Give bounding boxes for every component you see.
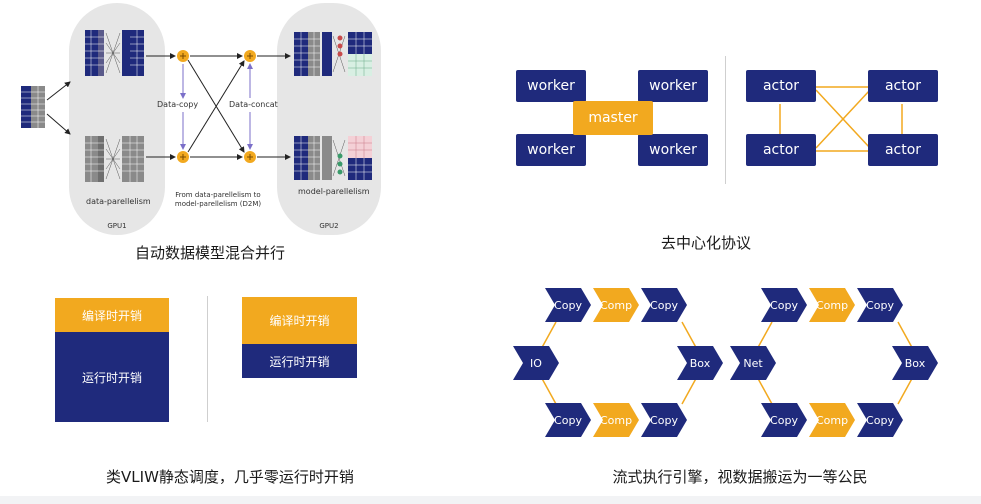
copy-stage: Copy <box>641 288 687 322</box>
gpu1-bottom-block <box>85 136 144 182</box>
d2m-label-line1: From data-parellelism to <box>175 191 261 199</box>
copy-stage-label: Copy <box>770 298 798 312</box>
master-node: master <box>573 101 653 135</box>
io-stage-label: IO <box>530 356 542 370</box>
box-stage: Box <box>677 346 723 380</box>
actor-connections <box>779 86 903 152</box>
copy-stage-label: Copy <box>866 298 894 312</box>
streaming-engine-caption: 流式执行引擎，视数据搬运为一等公民 <box>612 468 868 486</box>
worker-node: worker <box>638 70 708 102</box>
actor-node: actor <box>868 134 938 166</box>
copy-stage-label: Copy <box>866 413 894 427</box>
worker-node: worker <box>516 134 586 166</box>
net-stage-label: Net <box>743 356 763 370</box>
comp-stage-label: Comp <box>815 298 849 312</box>
worker-node: worker <box>638 134 708 166</box>
hybrid-parallel-caption: 自动数据模型混合并行 <box>134 244 285 262</box>
copy-stage: Copy <box>761 288 807 322</box>
comp-stage-label: Comp <box>599 413 633 427</box>
data-concat-label: Data-concat <box>229 100 278 109</box>
comp-stage-label: Comp <box>599 298 633 312</box>
io-stage: IO <box>513 346 559 380</box>
right-runtime-overhead: 运行时开销 <box>242 344 357 378</box>
copy-stage: Copy <box>545 288 591 322</box>
bottom-strip <box>0 496 981 504</box>
left-runtime-overhead: 运行时开销 <box>55 332 169 422</box>
d2m-label-line2: model-parellelism (D2M) <box>174 200 262 208</box>
copy-stage: Copy <box>761 403 807 437</box>
protocol-divider <box>725 56 726 184</box>
model-parallel-label: model-parellelism <box>298 187 370 196</box>
box-stage-label: Box <box>904 356 926 370</box>
net-stage: Net <box>730 346 776 380</box>
comp-stage: Comp <box>593 288 639 322</box>
data-parallel-label: data-parellelism <box>86 197 151 206</box>
copy-stage-label: Copy <box>650 298 678 312</box>
worker-node: worker <box>516 70 586 102</box>
data-copy-label: Data-copy <box>157 100 199 109</box>
left-compile-overhead: 编译时开销 <box>55 298 169 332</box>
gpu2-bottom-block <box>294 136 372 180</box>
copy-stage: Copy <box>857 403 903 437</box>
actor-node: actor <box>746 134 816 166</box>
copy-stage-label: Copy <box>554 298 582 312</box>
box-stage: Box <box>892 346 938 380</box>
gpu2-label: GPU2 <box>319 222 339 230</box>
copy-stage-label: Copy <box>650 413 678 427</box>
adder-nodes <box>177 50 256 163</box>
copy-stage-label: Copy <box>554 413 582 427</box>
comp-stage-label: Comp <box>815 413 849 427</box>
copy-stage: Copy <box>545 403 591 437</box>
comp-stage: Comp <box>809 403 855 437</box>
right-compile-overhead: 编译时开销 <box>242 297 357 344</box>
vliw-caption: 类VLIW静态调度，几乎零运行时开销 <box>106 468 354 486</box>
comp-stage: Comp <box>593 403 639 437</box>
comp-stage: Comp <box>809 288 855 322</box>
actor-node: actor <box>868 70 938 102</box>
vliw-divider <box>207 296 208 422</box>
gpu1-top-block <box>85 30 144 76</box>
hybrid-parallel-graphic <box>21 30 372 182</box>
gpu1-label: GPU1 <box>107 222 127 230</box>
input-matrix <box>21 86 45 128</box>
actor-node: actor <box>746 70 816 102</box>
copy-stage-label: Copy <box>770 413 798 427</box>
copy-stage: Copy <box>857 288 903 322</box>
decentralized-protocol-caption: 去中心化协议 <box>660 234 751 252</box>
copy-stage: Copy <box>641 403 687 437</box>
gpu2-top-block <box>294 32 372 76</box>
box-stage-label: Box <box>689 356 711 370</box>
